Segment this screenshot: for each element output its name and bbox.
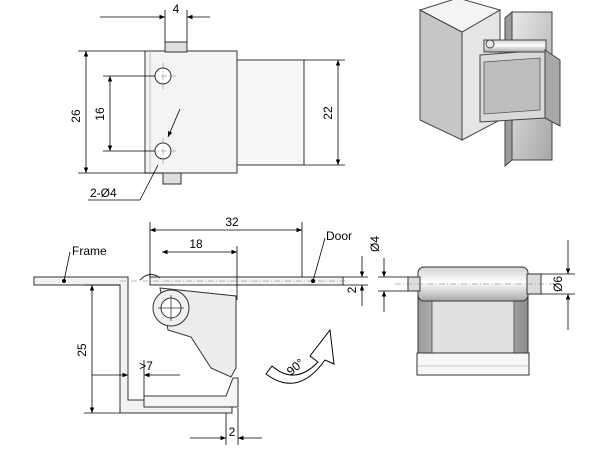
- dim-top-width: 4: [173, 2, 180, 16]
- dim-hole-spacing: 16: [93, 107, 107, 121]
- iso-pin: [485, 39, 495, 49]
- hinge-bracket: [143, 377, 239, 408]
- end-view: [395, 266, 560, 376]
- end-plate-inner: [431, 299, 515, 354]
- dim-length-32: 32: [225, 215, 239, 229]
- dim-overall-height: 26: [69, 109, 83, 123]
- front-pin-top: [164, 41, 188, 53]
- dim-offset-bottom: 2: [229, 425, 236, 439]
- iso-frame-top: [418, 0, 502, 33]
- rotation-arrow-icon: [265, 328, 335, 384]
- end-dimensions: Ø4 Ø6: [368, 236, 575, 330]
- front-view: [144, 41, 305, 185]
- rotation-indicator: 90°: [265, 328, 335, 384]
- iso-frame-side: [419, 9, 463, 141]
- front-hinge-body: [236, 59, 305, 166]
- dim-thickness: 2: [345, 286, 359, 293]
- end-base: [416, 352, 530, 376]
- front-dimensions: 4 26 16 22 2-Ø4: [69, 2, 345, 201]
- dim-clearance: >7: [139, 359, 153, 373]
- dim-hole-callout: 2-Ø4: [90, 186, 117, 200]
- dim-frame-depth: 25: [75, 343, 89, 357]
- isometric-view: [418, 0, 561, 168]
- dim-body-height: 22: [321, 106, 335, 120]
- label-frame: Frame: [72, 244, 107, 258]
- iso-hinge-barrel: [483, 39, 547, 53]
- front-pin-bottom: [162, 172, 182, 185]
- section-view: [33, 274, 350, 414]
- section-dimensions: 32 18 2 25 >7 2 Frame Door: [62, 215, 368, 445]
- frame-profile: [33, 276, 233, 414]
- dim-length-18: 18: [189, 237, 203, 251]
- label-door: Door: [326, 229, 352, 243]
- dim-pin-diameter: Ø4: [368, 236, 382, 252]
- dim-barrel-diameter: Ø6: [551, 276, 565, 292]
